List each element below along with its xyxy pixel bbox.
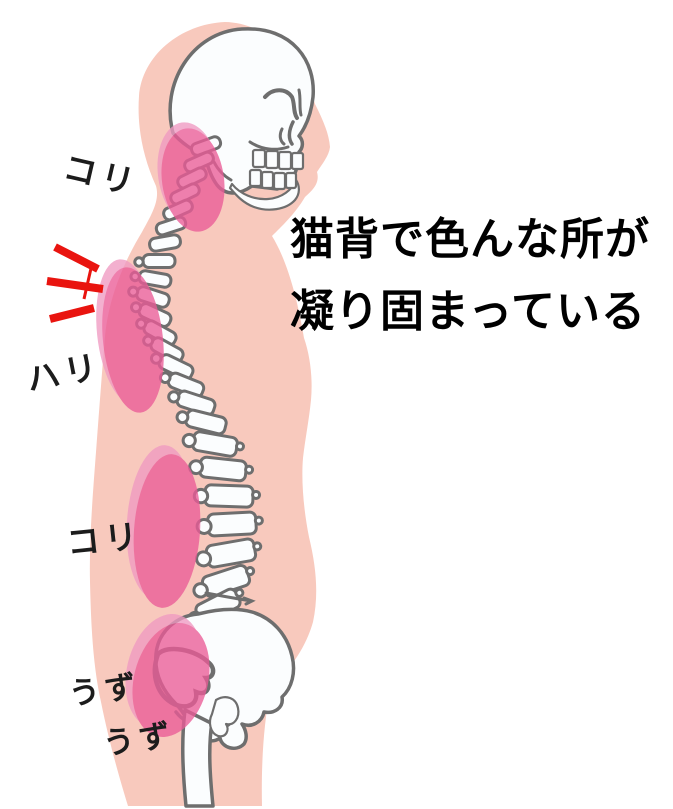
- label-lower-back-stiffness: コリ: [64, 517, 145, 562]
- caption-line-1: 猫背で色んな所が: [290, 215, 650, 264]
- pain-spot-hip: [125, 614, 210, 737]
- caption-line-2: 凝り固まっている: [290, 287, 647, 336]
- nostril-line: [278, 127, 286, 146]
- jaw: [228, 178, 300, 211]
- eye-socket: [263, 88, 299, 120]
- nose-line: [287, 120, 295, 146]
- label-hip-ache-top: うず: [66, 668, 143, 712]
- red-emphasis-lines-icon: [46, 243, 104, 323]
- caption-text: 猫背で色んな所が 凝り固まっている: [290, 204, 650, 348]
- temple-line: [297, 88, 303, 117]
- teeth: [248, 148, 305, 191]
- ischium-bump: [208, 696, 240, 738]
- femur-icon: [181, 696, 240, 808]
- pain-spots: [96, 122, 225, 737]
- sacrum-line: [204, 591, 256, 606]
- cheek-line: [248, 140, 290, 151]
- skeleton: [127, 27, 315, 808]
- pain-spot-neck: [157, 122, 225, 232]
- pain-spot-upper-back: [96, 259, 164, 413]
- pain-spot-lower-back: [126, 445, 201, 608]
